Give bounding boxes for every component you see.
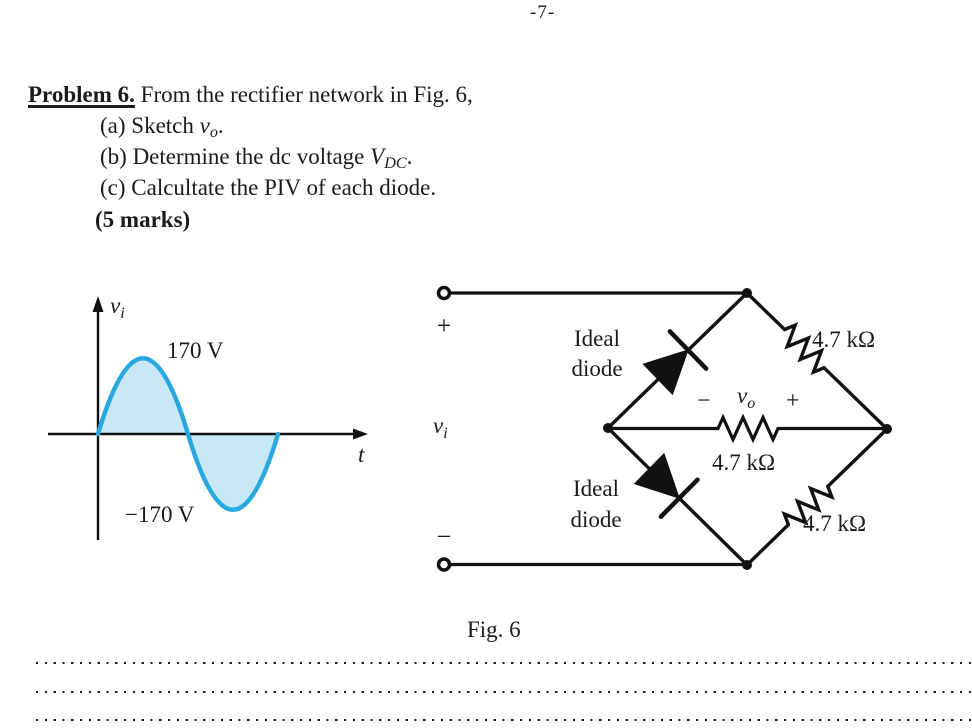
sine-curve [95, 356, 281, 512]
y-axis-arrow-icon [92, 296, 104, 312]
x-axis-arrow-icon [353, 428, 368, 440]
bottom-node-dot [742, 560, 752, 570]
output-voltage-label: vo [737, 383, 755, 412]
top-diode-label-line1: Ideal [574, 326, 620, 351]
top-diode-symbol [642, 349, 689, 396]
upper-right-branch-wire-b [822, 366, 889, 431]
upper-right-branch-wire-a [745, 291, 787, 332]
figure-caption: Fig. 6 [467, 617, 521, 642]
left-node-dot [603, 423, 613, 433]
item-a-text: (a) Sketch [100, 113, 200, 138]
bottom-polarity-label: − [437, 522, 452, 551]
bridge-circuit-diagram [436, 285, 892, 572]
top-diode-label-line2: diode [571, 356, 622, 381]
output-plus-label: + [786, 388, 800, 414]
problem-intro: From the rectifier network in Fig. 6, [134, 82, 473, 107]
output-minus-label: − [697, 388, 711, 414]
item-a-sub: o [209, 124, 218, 142]
bottom-right-resistor-symbol [781, 484, 835, 527]
item-b-text: (b) Determine the dc voltage [100, 144, 371, 169]
problem-item-a: (a) Sketch vo. [100, 113, 224, 142]
figure-6: vi 170 V −170 V t [48, 285, 892, 572]
top-polarity-label: + [437, 311, 452, 340]
item-a-var: v [199, 113, 210, 138]
item-b-sub: DC [384, 155, 407, 173]
lower-right-branch-wire-b [745, 523, 791, 567]
load-resistor-value: 4.7 kΩ [712, 450, 775, 475]
problem-title: Problem 6. [28, 82, 135, 107]
top-terminal-icon [436, 285, 452, 301]
marks-label: (5 marks) [95, 207, 191, 232]
bottom-diode-cathode-bar [658, 477, 700, 519]
problem-heading: Problem 6. From the rectifier network in… [28, 82, 473, 108]
input-waveform-plot: vi 170 V −170 V t [48, 293, 368, 540]
item-c-text: (c) Calcultate the PIV of each diode. [100, 175, 437, 200]
problem-item-c: (c) Calcultate the PIV of each diode. [100, 175, 436, 201]
circuit-labels: + − vi Ideal diode Ideal diode 4.7 kΩ 4.… [433, 311, 875, 551]
answer-dotted-line [36, 691, 972, 694]
peak-value-label: 170 V [167, 338, 224, 363]
answer-dotted-line [36, 719, 972, 722]
waveform-x-label: t [358, 442, 365, 467]
problem-item-b: (b) Determine the dc voltage VDC. [100, 144, 412, 173]
bottom-diode-symbol [633, 452, 680, 499]
top-right-resistor-value: 4.7 kΩ [812, 327, 875, 352]
answer-dotted-line [36, 662, 972, 665]
item-b-suffix: . [406, 144, 413, 169]
top-node-dot [742, 288, 752, 298]
bottom-terminal-icon [436, 557, 452, 572]
bottom-right-resistor-value: 4.7 kΩ [803, 511, 866, 536]
top-right-resistor-symbol [782, 322, 826, 376]
lower-right-branch-wire-a [826, 427, 889, 489]
item-b-var: V [370, 144, 385, 169]
bottom-diode-label-line2: diode [570, 507, 621, 532]
page-number: -7- [530, 2, 556, 23]
bottom-diode-label-line1: Ideal [573, 476, 619, 501]
waveform-y-label: vi [110, 293, 125, 322]
top-diode-cathode-bar [667, 329, 709, 371]
load-resistor-symbol [716, 413, 780, 444]
item-a-suffix: . [217, 113, 224, 138]
input-voltage-label: vi [433, 413, 448, 442]
right-node-dot [882, 424, 892, 434]
trough-value-label: −170 V [125, 502, 195, 527]
